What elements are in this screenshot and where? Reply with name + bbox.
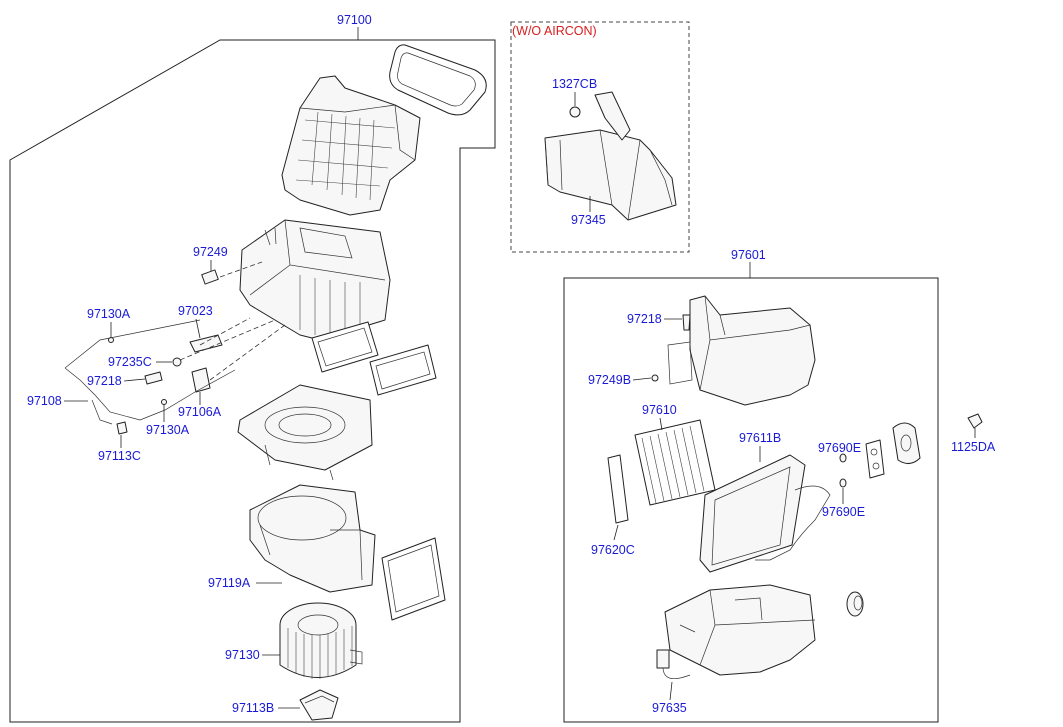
bolt-1125da [967, 413, 983, 429]
filter-seal [607, 454, 629, 524]
label-97023[interactable]: 97023 [178, 304, 213, 318]
label-97130a-top[interactable]: 97130A [87, 307, 131, 321]
evaporator [699, 454, 831, 573]
filter-right [369, 344, 437, 396]
label-97218-right[interactable]: 97218 [627, 312, 662, 326]
label-1125da[interactable]: 1125DA [951, 440, 996, 454]
label-97218-left[interactable]: 97218 [87, 374, 122, 388]
blower-scroll-case [249, 484, 376, 593]
upper-intake-case [281, 75, 421, 216]
valve-pad [892, 422, 921, 464]
duct-97345 [544, 91, 677, 221]
label-97119a[interactable]: 97119A [208, 576, 251, 590]
label-97690e-bottom[interactable]: 97690E [822, 505, 865, 519]
drain-plug [846, 591, 864, 617]
label-97620c[interactable]: 97620C [591, 543, 635, 557]
label-97113c[interactable]: 97113C [98, 449, 141, 463]
middle-tray [237, 384, 373, 481]
label-97235c[interactable]: 97235C [108, 355, 152, 369]
blower-unit-frame [9, 39, 496, 723]
label-97113b[interactable]: 97113B [232, 701, 274, 715]
cabin-filter [634, 419, 716, 506]
lower-hvac-case [664, 584, 816, 676]
screw-97218 [682, 314, 691, 331]
top-gasket [389, 44, 487, 116]
filter-left [311, 321, 379, 373]
temp-sensor [656, 649, 691, 680]
label-97635[interactable]: 97635 [652, 701, 687, 715]
bolt-1327cb [569, 106, 581, 118]
wiring-harness [64, 319, 236, 421]
label-97130a-bottom[interactable]: 97130A [146, 423, 190, 437]
label-97108[interactable]: 97108 [27, 394, 62, 408]
clip-97249b [651, 374, 659, 382]
wo-aircon-box [510, 21, 690, 253]
label-97611b[interactable]: 97611B [739, 431, 781, 445]
label-97690e-top[interactable]: 97690E [818, 441, 861, 455]
upper-hvac-case [667, 295, 816, 406]
label-97610[interactable]: 97610 [642, 403, 677, 417]
oring-bottom [839, 478, 847, 488]
oring-top [839, 453, 847, 463]
small-parts-left [108, 269, 223, 435]
label-97249b[interactable]: 97249B [588, 373, 631, 387]
label-97130[interactable]: 97130 [225, 648, 260, 662]
label-97106a[interactable]: 97106A [178, 405, 222, 419]
square-gasket [381, 537, 446, 621]
label-97249[interactable]: 97249 [193, 245, 228, 259]
label-1327cb[interactable]: 1327CB [552, 77, 597, 91]
blower-motor [279, 602, 363, 679]
label-97345[interactable]: 97345 [571, 213, 606, 227]
resistor [299, 689, 339, 721]
label-97601[interactable]: 97601 [731, 248, 766, 262]
wo-aircon-header: (W/O AIRCON) [512, 24, 597, 38]
valve-gasket [865, 439, 885, 479]
hvac-unit-frame [563, 277, 939, 723]
label-97100[interactable]: 97100 [337, 13, 372, 27]
